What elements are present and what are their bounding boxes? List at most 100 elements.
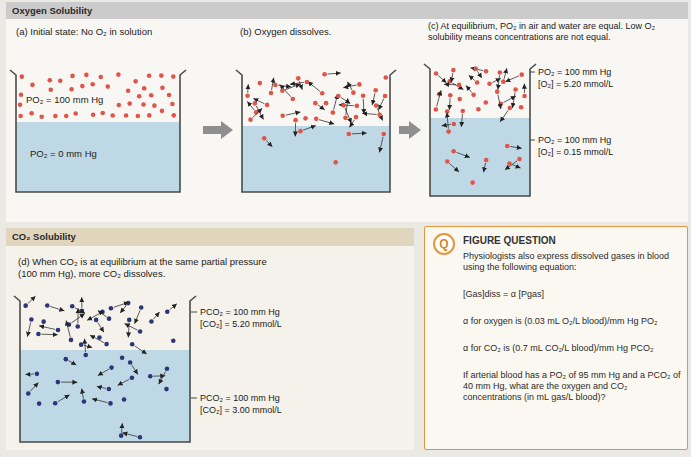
motion-arrow — [98, 311, 107, 317]
gas-molecule — [127, 101, 132, 106]
motion-arrow — [90, 335, 104, 343]
gas-molecule — [355, 104, 360, 109]
gas-molecule — [159, 73, 164, 78]
gas-molecule — [90, 82, 95, 87]
water — [20, 350, 190, 442]
gas-molecule — [381, 132, 386, 137]
gas-molecule — [79, 342, 84, 347]
gas-molecule — [124, 113, 129, 118]
gas-molecule — [347, 132, 352, 137]
gas-molecule — [83, 353, 88, 358]
gas-molecule — [451, 68, 456, 73]
motion-arrow — [447, 112, 448, 128]
gas-molecule — [69, 338, 74, 343]
gas-molecule — [149, 93, 154, 98]
gas-molecule — [313, 101, 318, 106]
question-box: QFIGURE QUESTIONPhysiologists also expre… — [424, 226, 688, 450]
section-heading: CO₂ Solubility — [6, 228, 414, 246]
motion-arrow — [81, 297, 82, 308]
text-slot: [O₂] = 0.15 mmol/L — [538, 146, 613, 158]
gas-molecule — [434, 71, 439, 76]
motion-arrow — [118, 379, 130, 385]
motion-arrow — [469, 75, 475, 80]
gas-molecule — [445, 159, 450, 164]
beaker — [236, 70, 396, 192]
gas-molecule — [110, 113, 115, 118]
gas-molecule — [70, 304, 75, 309]
panel-caption: (d) When CO₂ is at equilibrium at the sa… — [18, 256, 272, 279]
gas-molecule — [29, 111, 34, 116]
step-arrow — [399, 126, 409, 134]
gas-molecule — [142, 86, 147, 91]
motion-arrow — [25, 374, 33, 375]
gas-molecule — [470, 180, 475, 185]
beaker — [10, 70, 186, 192]
panel-ground — [6, 228, 414, 450]
section-heading: Oxygen Solubility — [6, 2, 688, 19]
text-slot: (c) At equilibrium, PO₂ in air and water… — [428, 21, 682, 43]
gas-molecule — [487, 81, 492, 86]
gas-molecule — [109, 306, 114, 311]
gas-molecule — [522, 94, 527, 99]
gas-molecule — [130, 376, 135, 381]
motion-arrow — [75, 308, 85, 314]
panel-caption: (a) Initial state: No O₂ in solution — [16, 26, 198, 38]
gas-molecule — [48, 88, 53, 93]
motion-arrow — [247, 84, 249, 93]
gas-molecule — [80, 84, 85, 89]
gas-molecule — [373, 88, 378, 93]
motion-arrow — [28, 296, 36, 303]
gas-molecule — [269, 91, 274, 96]
gas-molecule — [290, 97, 295, 102]
gas-molecule — [517, 157, 522, 162]
beaker-wall — [424, 64, 536, 196]
motion-arrow — [341, 98, 350, 104]
leader-line — [530, 140, 535, 141]
text-slot: PCO₂ = 100 mm Hg — [200, 392, 280, 404]
gas-molecule — [75, 324, 80, 329]
motion-arrow — [512, 165, 520, 168]
panel-caption: (c) At equilibrium, PO₂ in air and water… — [428, 21, 682, 43]
gas-molecule — [120, 355, 125, 360]
beaker-panel: (c) At equilibrium, PO₂ in air and water… — [424, 21, 686, 200]
gas-molecule — [336, 94, 341, 99]
water — [242, 126, 390, 192]
gas-molecule — [94, 318, 99, 323]
gas-molecule — [446, 129, 451, 134]
motion-arrow — [328, 73, 341, 74]
gas-molecule — [253, 101, 258, 106]
gas-molecule — [324, 101, 329, 106]
gas-molecule — [507, 161, 512, 166]
gas-molecule — [483, 100, 488, 105]
gas-molecule — [53, 401, 58, 406]
value-label: PO₂ = 100 mm Hg — [538, 134, 611, 146]
motion-arrow — [82, 389, 84, 399]
gas-molecule — [109, 365, 114, 370]
question-text: Physiologists also express dissolved gas… — [463, 251, 681, 273]
gas-molecule — [171, 338, 176, 343]
gas-molecule — [296, 76, 301, 81]
gas-molecule — [91, 112, 96, 117]
gas-molecule — [47, 78, 52, 83]
water — [16, 122, 180, 192]
motion-arrow — [363, 99, 365, 114]
gas-molecule — [473, 66, 478, 71]
motion-arrow — [290, 82, 304, 84]
gas-molecule — [18, 102, 23, 107]
motion-arrow — [153, 312, 159, 319]
text-slot: PO₂ = 100 mm Hg — [538, 134, 611, 146]
gas-molecule — [519, 105, 524, 110]
question-heading: FIGURE QUESTION — [463, 235, 681, 247]
motion-arrow — [153, 375, 165, 376]
gas-molecule — [133, 79, 138, 84]
gas-molecule — [136, 114, 141, 119]
gas-molecule — [138, 329, 143, 334]
gas-molecule — [64, 114, 69, 119]
pressure-label: PO₂ = 0 mm Hg — [30, 148, 97, 160]
water — [430, 118, 530, 196]
motion-arrow — [456, 152, 469, 157]
motion-arrow — [97, 386, 106, 388]
motion-arrow — [379, 137, 383, 153]
motion-arrow — [362, 113, 376, 114]
motion-arrow — [500, 110, 508, 121]
